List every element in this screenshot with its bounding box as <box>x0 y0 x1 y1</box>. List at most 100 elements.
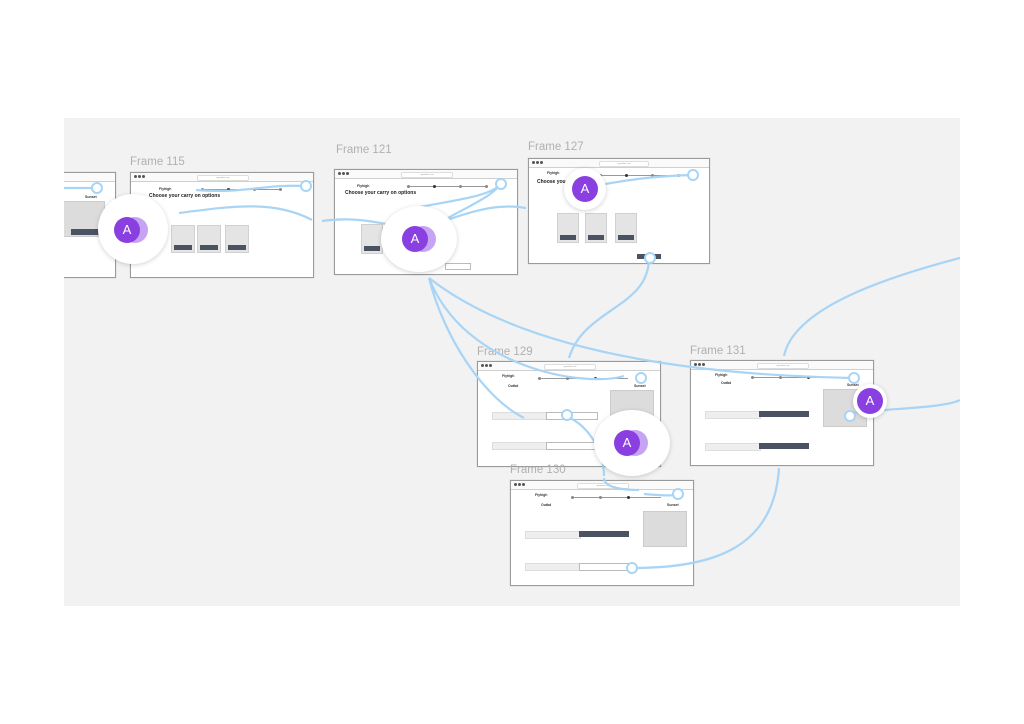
window-dot <box>540 161 543 164</box>
section-title: Outbd <box>541 503 552 507</box>
option-card[interactable] <box>171 225 195 253</box>
browser-bar: apponline.com <box>691 361 873 370</box>
brand-logo: Flyhigh <box>502 374 515 378</box>
frame-label: Frame 130 <box>510 464 566 476</box>
connection-line <box>782 256 960 357</box>
browser-bar: apponline.com <box>511 481 693 490</box>
url-bar[interactable]: apponline.com <box>757 363 809 369</box>
continue-button[interactable] <box>71 229 99 235</box>
progress-step <box>566 377 569 380</box>
url-bar[interactable]: apponline.com <box>544 364 596 370</box>
url-bar[interactable]: apponline.com <box>197 175 249 181</box>
collaborator-avatar[interactable]: A <box>98 194 168 264</box>
connection-node <box>626 562 638 574</box>
window-dot <box>536 161 539 164</box>
select-button[interactable] <box>560 235 576 240</box>
option-card[interactable] <box>615 213 637 243</box>
connection-node <box>561 409 573 421</box>
progress-step <box>751 376 754 379</box>
connection-node <box>495 178 507 190</box>
continue-button[interactable] <box>445 263 471 270</box>
collaborator-avatar[interactable]: A <box>564 168 606 210</box>
browser-bar: apponline.com <box>131 173 313 182</box>
select-button[interactable] <box>618 235 634 240</box>
browser-bar <box>64 173 115 182</box>
window-dot <box>489 364 492 367</box>
select-button[interactable] <box>200 245 218 250</box>
window-dot <box>134 175 137 178</box>
page-heading: Choose your carry on options <box>345 190 417 196</box>
window-dot <box>338 172 341 175</box>
browser-bar: apponline.com <box>478 362 660 371</box>
connection-node <box>300 180 312 192</box>
progress-step <box>407 185 410 188</box>
progress-step <box>627 496 630 499</box>
page-heading: Choose your carry on options <box>149 193 221 199</box>
connection-node <box>91 182 103 194</box>
option-card[interactable] <box>225 225 249 253</box>
connection-line <box>602 477 640 492</box>
connection-node <box>635 372 647 384</box>
window-dot <box>142 175 145 178</box>
connection-node <box>848 372 860 384</box>
url-bar[interactable]: apponline.com <box>577 483 629 489</box>
collaborator-avatar[interactable]: A <box>853 384 887 418</box>
section-title: Sunset <box>634 384 646 388</box>
progress-step <box>779 376 782 379</box>
connection-node <box>644 252 656 264</box>
avatar-initial: A <box>572 176 598 202</box>
window-dot <box>702 363 705 366</box>
frame-130[interactable]: apponline.com Flyhigh Outbd Sunset <box>510 480 694 586</box>
connection-node <box>672 488 684 500</box>
url-bar[interactable]: apponline.com <box>599 161 649 167</box>
option-card[interactable] <box>557 213 579 243</box>
progress-step <box>459 185 462 188</box>
window-dot <box>698 363 701 366</box>
progress-step <box>433 185 436 188</box>
select-button[interactable] <box>174 245 192 250</box>
select-button[interactable] <box>759 443 809 449</box>
select-button[interactable] <box>579 531 629 537</box>
connection-line <box>178 205 313 221</box>
collaborator-avatar[interactable]: A <box>594 410 670 476</box>
connection-line <box>195 184 305 193</box>
browser-bar: apponline.com <box>335 170 517 179</box>
select-button[interactable] <box>759 411 809 417</box>
frame-label: Frame 131 <box>690 345 746 357</box>
frame-115[interactable]: apponline.com Flyhigh Choose your carry … <box>130 172 314 278</box>
connection-line <box>427 277 625 381</box>
url-bar[interactable]: apponline.com <box>401 172 453 178</box>
select-button[interactable] <box>228 245 246 250</box>
section-title: Outbd <box>721 381 732 385</box>
progress-step <box>571 496 574 499</box>
summary-box <box>643 511 687 547</box>
connection-node <box>844 410 856 422</box>
progress-step <box>485 185 488 188</box>
progress-step <box>599 496 602 499</box>
progress-step <box>538 377 541 380</box>
select-button[interactable] <box>364 246 380 251</box>
brand-logo: Flyhigh <box>715 373 728 377</box>
connection-line <box>428 277 853 380</box>
section-title: Sunset <box>847 383 859 387</box>
connection-line <box>427 277 525 419</box>
design-canvas[interactable]: Sunset Frame 115 apponline.com Flyhigh C… <box>64 118 960 606</box>
brand-logo: Flyhigh <box>357 184 370 188</box>
select-button[interactable] <box>588 235 604 240</box>
option-card[interactable] <box>197 225 221 253</box>
connection-line <box>631 467 781 570</box>
avatar-initial: A <box>614 430 640 456</box>
section-title: Sunset <box>667 503 679 507</box>
window-dot <box>481 364 484 367</box>
window-dot <box>138 175 141 178</box>
window-dot <box>346 172 349 175</box>
browser-bar: apponline.com <box>529 159 709 168</box>
avatar-initial: A <box>114 217 140 243</box>
progress-track <box>571 496 661 499</box>
collaborator-avatar[interactable]: A <box>381 206 457 272</box>
progress-step <box>651 174 654 177</box>
window-dot <box>342 172 345 175</box>
connection-line <box>567 257 651 359</box>
progress-step <box>625 174 628 177</box>
option-card[interactable] <box>585 213 607 243</box>
